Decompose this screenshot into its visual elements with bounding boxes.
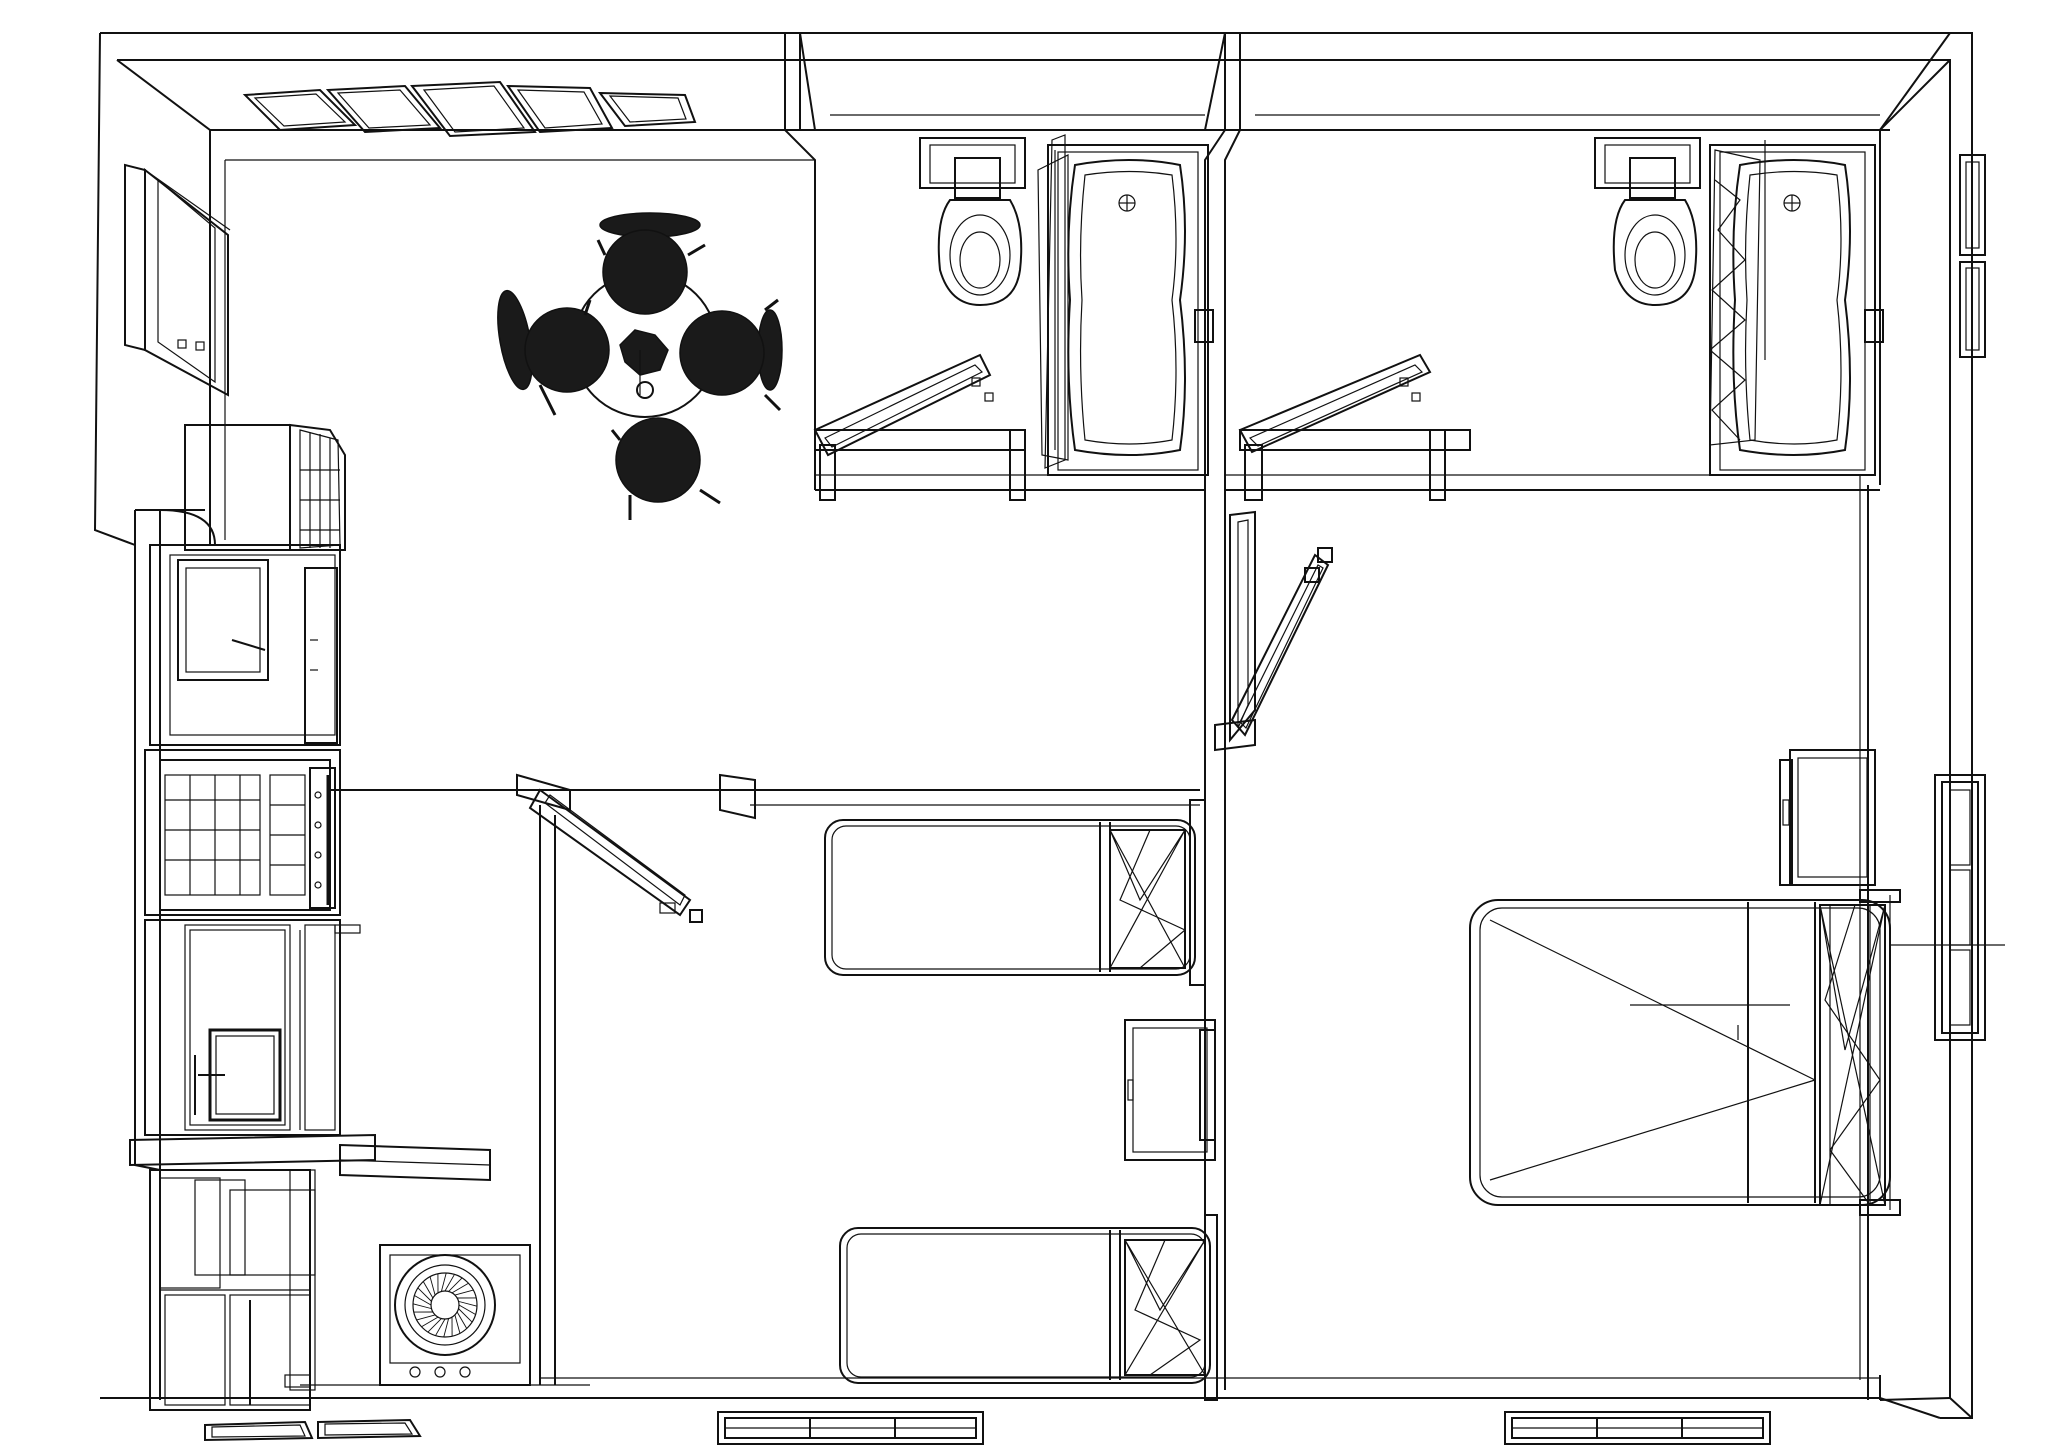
fan-blade [443, 1318, 450, 1338]
fan-blade [414, 1295, 432, 1306]
table-centerpiece [619, 329, 669, 399]
dining-chairs [497, 212, 783, 520]
stove [144, 749, 341, 916]
chair-left [497, 289, 610, 416]
fan-blade [422, 1281, 434, 1299]
bathroom-2 [1238, 32, 1952, 501]
fan-blade [456, 1311, 468, 1329]
chair-top [596, 212, 706, 315]
single-bed [839, 1214, 1218, 1401]
nightstand [1124, 1019, 1216, 1161]
fan-blade [444, 1274, 455, 1292]
bedroom-double [1214, 510, 1901, 1216]
kitchen-cabinets [129, 423, 491, 1411]
toilet [1594, 137, 1701, 307]
double-bed [1469, 889, 1901, 1216]
window-kitchen-bottom [204, 1418, 422, 1442]
chair-bottom [610, 417, 721, 520]
toilet [919, 137, 1026, 307]
outer-walls [93, 32, 1973, 1419]
fan-blade [454, 1289, 474, 1296]
single-bed [824, 799, 1206, 986]
skylight-windows [242, 80, 697, 138]
bedroom-twin [516, 773, 1218, 1401]
nightstand [1779, 749, 1876, 886]
fan-blade [427, 1318, 442, 1333]
fan-blade [417, 1287, 432, 1302]
sink [129, 1133, 491, 1182]
fan-blade [454, 1314, 461, 1334]
fan-blade [435, 1318, 446, 1336]
door-double-bedroom [1214, 510, 1333, 752]
oven [144, 919, 361, 1136]
wall-windows [1890, 154, 2005, 1041]
fan-blade [429, 1276, 436, 1296]
fan-blade [412, 1303, 432, 1310]
fan-blade [421, 1316, 439, 1328]
kitchen-window [124, 163, 231, 397]
fan-heater [379, 1244, 531, 1386]
fan-blade [416, 1314, 436, 1321]
fan-blade [458, 1300, 478, 1307]
fan-blade [451, 1282, 469, 1294]
chair-right [679, 298, 783, 412]
window-bedroom [1890, 774, 2005, 1041]
door-twin-bedroom [516, 773, 756, 923]
window-bath-2 [1959, 154, 1986, 358]
interior-walls [330, 33, 1880, 1390]
bathtub [1037, 134, 1214, 476]
fan-blade [458, 1308, 473, 1323]
door-bath-1 [813, 353, 1026, 501]
fan-blade [458, 1304, 476, 1315]
bathroom-1 [798, 32, 1227, 501]
bottom-windows [204, 1411, 1771, 1445]
door-bath-2 [1238, 353, 1471, 501]
window-double-bottom [1504, 1411, 1771, 1445]
window-twin-bottom [717, 1411, 984, 1445]
bathtub [1709, 140, 1884, 476]
fan-blade [448, 1277, 463, 1292]
fan-blade [440, 1272, 447, 1292]
